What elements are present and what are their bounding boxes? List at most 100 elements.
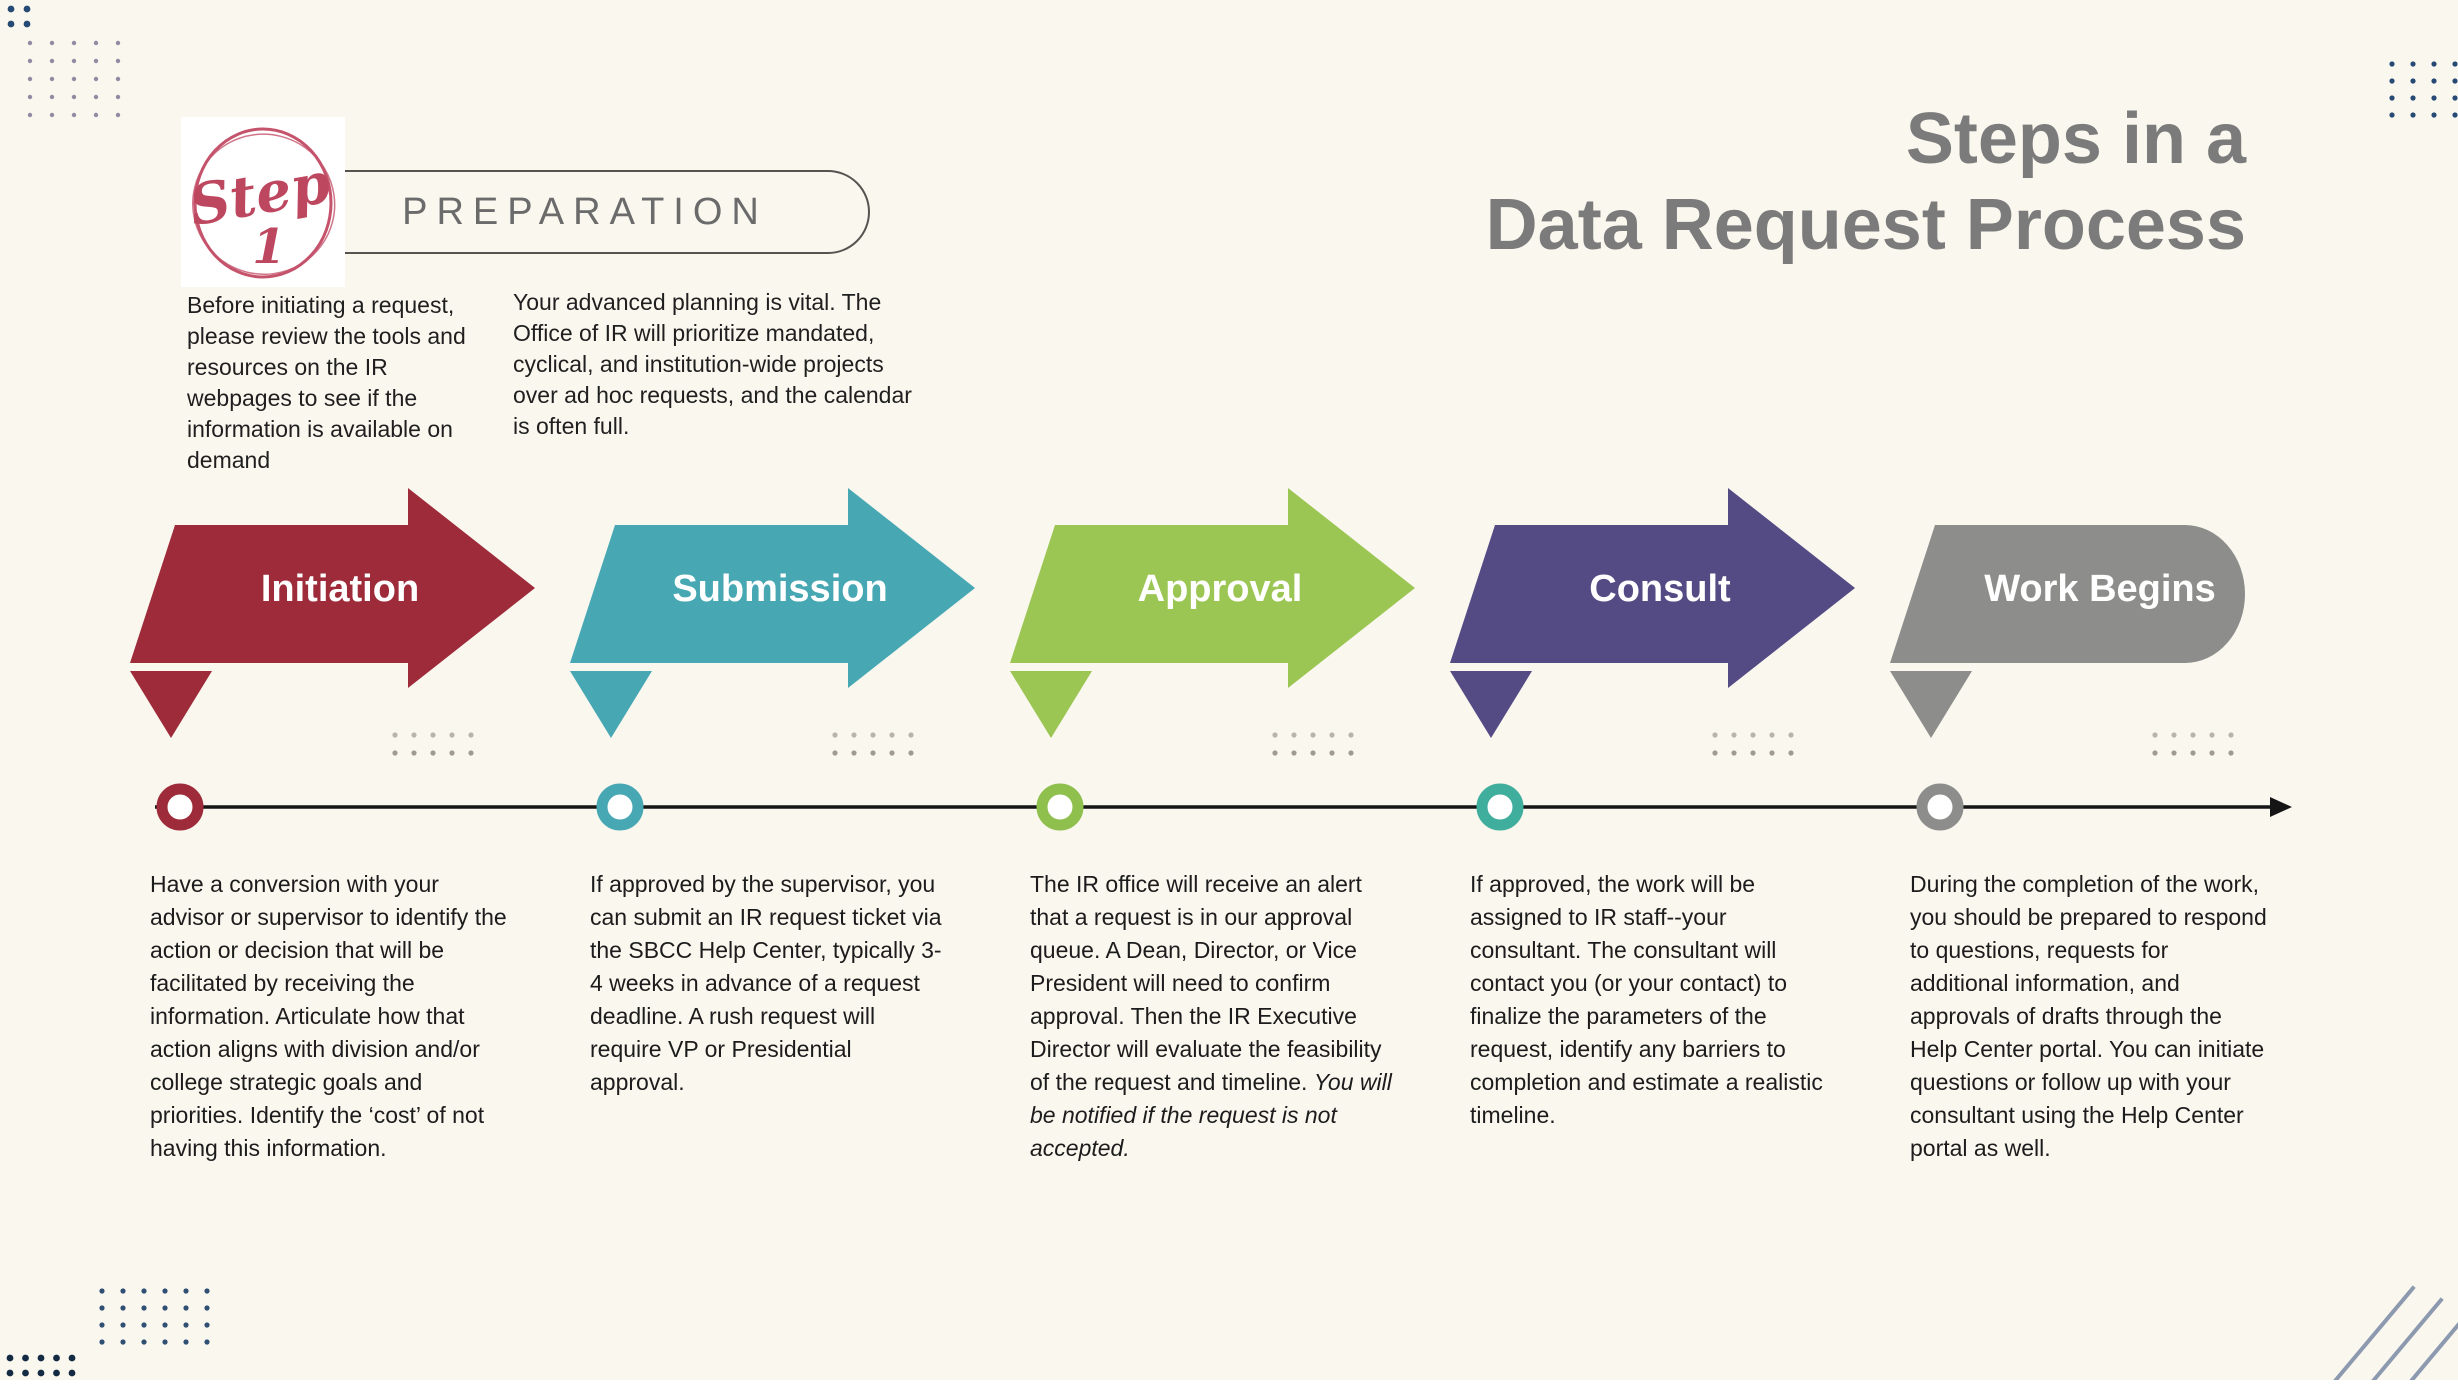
- decor-dot: [6, 1354, 14, 1362]
- band-dot-decoration: [1769, 732, 1775, 738]
- band-dot-decoration: [1348, 732, 1354, 738]
- decor-dot: [2431, 95, 2437, 101]
- band-dot-decoration: [1712, 732, 1718, 738]
- step-group: Consult: [1450, 488, 1855, 831]
- decor-dot: [162, 1322, 168, 1328]
- band-dot-decoration: [1750, 732, 1756, 738]
- bottom-edge-strip: [0, 1380, 2458, 1386]
- band-dot-decoration: [851, 750, 857, 756]
- band-dot-decoration: [2171, 732, 2177, 738]
- band-dot-decoration: [908, 750, 914, 756]
- decor-dot: [49, 112, 55, 118]
- badge-number: 1: [252, 219, 285, 275]
- band-dot-decoration: [908, 732, 914, 738]
- band-dot-decoration: [870, 750, 876, 756]
- band-dot-decoration: [870, 732, 876, 738]
- step-description-italic-text: You will be notified if the request is n…: [1030, 1069, 1392, 1161]
- decor-dot: [141, 1322, 147, 1328]
- band-dot-decoration: [411, 750, 417, 756]
- timeline-node: [1916, 783, 1964, 831]
- step-description: If approved, the work will be assigned t…: [1470, 868, 1832, 1132]
- step-description: The IR office will receive an alert that…: [1030, 868, 1392, 1165]
- decor-dot: [2452, 78, 2458, 84]
- decor-dot: [37, 1369, 45, 1377]
- decor-dot: [141, 1288, 147, 1294]
- band-dot-decoration: [1329, 750, 1335, 756]
- band-dot-decoration: [1788, 732, 1794, 738]
- band-dot-decoration: [851, 732, 857, 738]
- decor-dot: [93, 94, 99, 100]
- decor-dot: [183, 1322, 189, 1328]
- band-dot-decoration: [1348, 750, 1354, 756]
- step-group: Work Begins: [1890, 525, 2245, 831]
- decor-dot: [2431, 61, 2437, 67]
- step-label: Submission: [672, 568, 887, 610]
- decor-dot: [7, 5, 15, 13]
- page-title-line1: Steps in a: [1905, 99, 2246, 179]
- band-dot-decoration: [1731, 750, 1737, 756]
- band-dot-decoration: [1769, 750, 1775, 756]
- step-arrow-shape: [1450, 488, 1855, 688]
- step-label: Approval: [1138, 568, 1303, 610]
- decor-dot: [22, 1354, 29, 1362]
- decor-dot: [68, 1369, 76, 1377]
- decor-dot: [120, 1339, 126, 1345]
- decor-dot: [99, 1305, 105, 1311]
- decor-dot: [2431, 78, 2437, 84]
- timeline-node: [156, 783, 204, 831]
- band-dot-decoration: [2171, 750, 2177, 756]
- step-number-badge: Step 1: [181, 117, 345, 287]
- decor-dot: [141, 1339, 147, 1345]
- decor-dot: [27, 112, 33, 118]
- decor-dot: [49, 58, 55, 64]
- decor-dot: [93, 76, 99, 82]
- timeline-node: [1476, 783, 1524, 831]
- decor-dot: [2452, 95, 2458, 101]
- decor-dot: [2410, 112, 2416, 118]
- band-dot-decoration: [2190, 732, 2196, 738]
- step-group: Submission: [570, 488, 975, 831]
- band-dot-decoration: [2152, 750, 2158, 756]
- decor-dot: [53, 1354, 60, 1362]
- band-dot-decoration: [1272, 750, 1278, 756]
- decor-dot: [99, 1288, 105, 1294]
- decor-dot: [204, 1305, 210, 1311]
- decor-dot: [115, 76, 121, 82]
- band-dot-decoration: [832, 732, 838, 738]
- decor-dot: [71, 112, 77, 118]
- preparation-label: PREPARATION: [402, 190, 768, 233]
- band-dot-decoration: [449, 750, 455, 756]
- decor-dot: [2452, 61, 2458, 67]
- decor-dot: [2389, 78, 2395, 84]
- step-description-text: During the completion of the work, you s…: [1910, 871, 2267, 1161]
- step-description: During the completion of the work, you s…: [1910, 868, 2272, 1165]
- step-description: Have a conversion with your advisor or s…: [150, 868, 512, 1165]
- decor-dot: [204, 1322, 210, 1328]
- decor-dot: [99, 1339, 105, 1345]
- band-dot-decoration: [1310, 750, 1316, 756]
- decor-dot: [2389, 112, 2395, 118]
- step-arrow-shape: [1010, 488, 1415, 688]
- step-label: Consult: [1589, 568, 1731, 610]
- decor-dot: [27, 40, 33, 46]
- decor-dot: [7, 20, 15, 28]
- decor-dot: [115, 94, 121, 100]
- decor-dot: [68, 1354, 76, 1362]
- band-dot-decoration: [392, 732, 398, 738]
- decor-dot: [162, 1339, 168, 1345]
- decor-dot: [120, 1322, 126, 1328]
- decor-dot: [2389, 95, 2395, 101]
- decor-dot: [23, 20, 31, 28]
- decor-dot: [71, 76, 77, 82]
- step-group: Initiation: [130, 488, 535, 831]
- decor-dot: [22, 1369, 29, 1377]
- decor-dot: [183, 1305, 189, 1311]
- step-description-text: If approved by the supervisor, you can s…: [590, 871, 942, 1095]
- steps-band: Initiation Submission Approval Consult Work …: [130, 488, 2292, 831]
- band-dot-decoration: [2190, 750, 2196, 756]
- decor-dot: [115, 58, 121, 64]
- band-dot-decoration: [468, 732, 474, 738]
- band-dot-decoration: [889, 750, 895, 756]
- step-arrow-shape: [570, 488, 975, 688]
- step-down-triangle-icon: [1890, 671, 1972, 738]
